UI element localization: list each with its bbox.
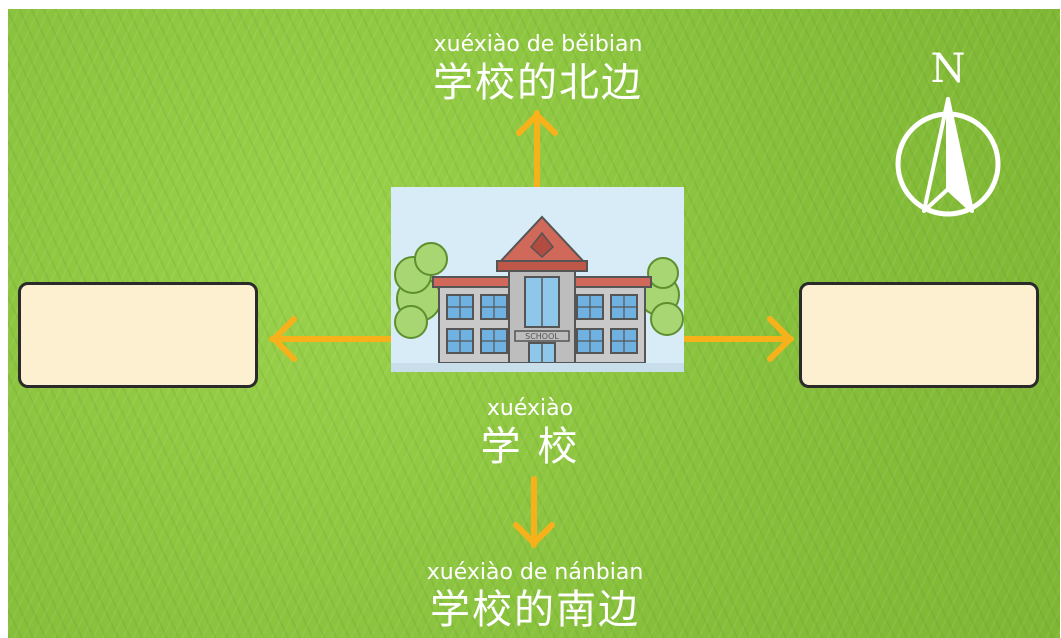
north-arrow-compass-icon: N	[888, 49, 1008, 219]
north-pinyin: xuéxiào de běibian	[433, 32, 643, 57]
arrow-right-icon	[681, 316, 794, 362]
center-hanzi: 学 校	[480, 424, 580, 470]
school-building-icon: SCHOOL	[391, 187, 684, 372]
school-sign-text: SCHOOL	[525, 332, 559, 341]
direction-arrows	[269, 110, 794, 548]
east-answer-box[interactable]	[799, 282, 1039, 388]
west-answer-box[interactable]	[18, 282, 258, 388]
south-pinyin: xuéxiào de nánbian	[426, 560, 644, 585]
compass-north-letter: N	[930, 46, 966, 92]
center-pinyin: xuéxiào	[486, 396, 574, 421]
north-hanzi: 学校的北边	[433, 60, 643, 106]
grass-background: xuéxiào de běibian 学校的北边 xuéxiào 学 校 xué…	[8, 9, 1060, 638]
arrow-up-icon	[516, 110, 558, 190]
south-hanzi: 学校的南边	[430, 587, 640, 633]
arrow-left-icon	[269, 316, 394, 362]
arrow-down-icon	[513, 476, 555, 548]
